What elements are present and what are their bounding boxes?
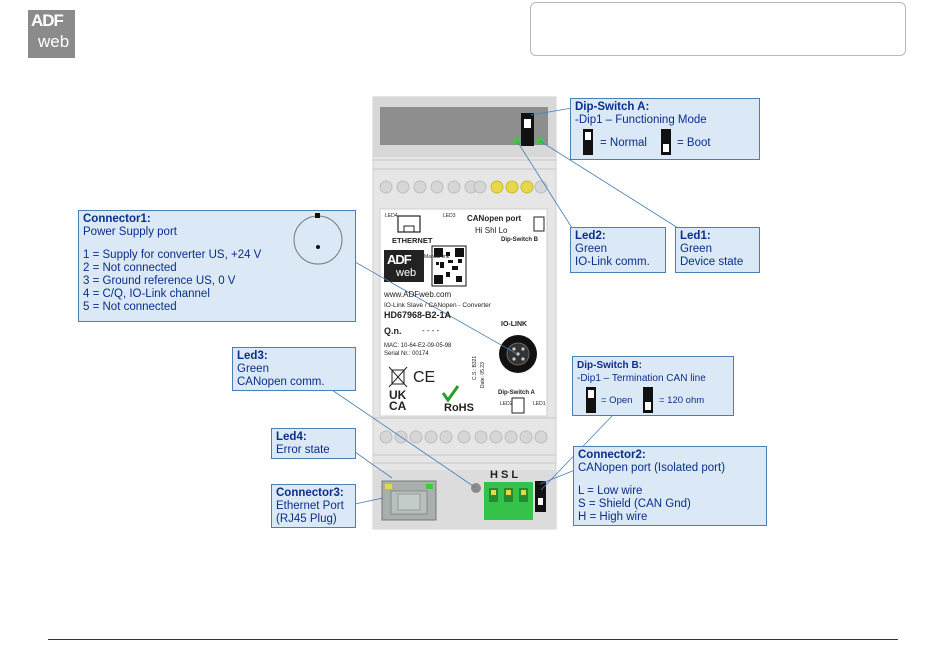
callout-line: -Dip1 – Functioning Mode xyxy=(575,114,707,126)
device-adf-logo xyxy=(384,250,424,282)
callout-line: 3 = Ground reference US, 0 V xyxy=(83,275,236,287)
callout-title: Dip-Switch A: xyxy=(575,101,650,113)
dip-120ohm-icon xyxy=(643,387,653,413)
connector1-pin-diagram xyxy=(293,213,343,265)
callout-line: -Dip1 – Termination CAN line xyxy=(577,373,706,384)
callout-connector3: Connector3: Ethernet Port (RJ45 Plug) xyxy=(271,484,356,528)
dip-a-small-icon xyxy=(511,397,525,414)
callout-line: Green xyxy=(237,363,269,375)
dip-switch-a xyxy=(521,113,534,146)
callout-line: Green xyxy=(575,243,607,255)
qr-code-icon xyxy=(431,245,467,287)
iolink-label: IO-LINK xyxy=(501,321,528,328)
dip-a-label: Dip-Switch A xyxy=(498,390,535,396)
header-box xyxy=(530,2,906,56)
callout-title: Connector1: xyxy=(83,213,151,225)
ce-mark: CE xyxy=(413,369,436,386)
callout-led4: Led4: Error state xyxy=(271,428,356,459)
website-label: www.ADFweb.com xyxy=(384,290,452,299)
callout-title: Led2: xyxy=(575,230,606,242)
callout-line: Green xyxy=(680,243,712,255)
led2-label: LED2 xyxy=(500,401,513,407)
callout-dip-switch-b: Dip-Switch B: -Dip1 – Termination CAN li… xyxy=(572,356,734,416)
serial-label: Serial Nr.: 00174 xyxy=(384,351,429,357)
dip-boot-icon xyxy=(661,129,671,155)
device-model: HD67968-B2-1A xyxy=(384,310,452,320)
callout-title: Led4: xyxy=(276,431,307,443)
callout-line: 5 = Not connected xyxy=(83,301,177,313)
logo-text-web: web xyxy=(38,32,70,51)
led3-label: LED3 xyxy=(443,213,456,219)
callout-title: Connector2: xyxy=(578,449,646,461)
cs-label: C.S.: B321 xyxy=(472,355,478,380)
canopen-port-label: CANopen port xyxy=(467,214,522,223)
callout-led3: Led3: Green CANopen comm. xyxy=(232,347,356,391)
device-logo-text-web: web xyxy=(396,267,417,279)
callout-line: Device state xyxy=(680,256,744,268)
canopen-terminal xyxy=(484,482,533,520)
qn-label: Q.n. xyxy=(384,326,402,336)
device-label-panel xyxy=(379,208,548,417)
callout-line xyxy=(578,475,762,485)
dip-open-label: = Open xyxy=(601,395,633,406)
dip-open-icon xyxy=(586,387,596,413)
dip-120ohm-label: = 120 ohm xyxy=(659,395,705,406)
qn-value: - - - - xyxy=(422,326,440,335)
callout-title: Led1: xyxy=(680,230,711,242)
dip-b-small-icon xyxy=(533,216,545,232)
dip-normal-icon xyxy=(583,129,593,155)
callout-title: Dip-Switch B: xyxy=(577,360,642,371)
callout-line: 2 = Not connected xyxy=(83,262,177,274)
led1-label: LED1 xyxy=(533,401,546,407)
footer-divider xyxy=(48,639,898,640)
callout-led2: Led2: Green IO-Link comm. xyxy=(570,227,666,273)
callout-line: 1 = Supply for converter US, +24 V xyxy=(83,249,262,261)
ethernet-label: ETHERNET xyxy=(392,236,433,245)
callout-line: 4 = C/Q, IO-Link channel xyxy=(83,288,210,300)
callout-line: H = High wire xyxy=(578,511,648,523)
weee-bin-icon xyxy=(388,366,408,388)
device-top-window xyxy=(380,107,548,145)
rj45-connector xyxy=(381,480,437,521)
callout-line: Error state xyxy=(276,444,330,456)
hsl-label: H S L xyxy=(490,469,519,481)
callout-led1: Led1: Green Device state xyxy=(675,227,760,273)
callout-connector1: Connector1: Power Supply port 1 = Supply… xyxy=(78,210,356,322)
date-label: Date: 05.23 xyxy=(480,362,486,388)
callout-line: IO-Link comm. xyxy=(575,256,650,268)
callout-connector2: Connector2: CANopen port (Isolated port)… xyxy=(573,446,767,526)
dip-b-label: Dip-Switch B xyxy=(501,237,538,243)
led4-label: LED4 xyxy=(385,213,398,219)
device-description: IO-Link Slave / CANopen - Converter xyxy=(384,302,491,309)
canopen-pins-label: Hi Shl Lo xyxy=(475,226,508,235)
callout-line: S = Shield (CAN Gnd) xyxy=(578,498,691,510)
dip-boot-label: = Boot xyxy=(677,137,711,149)
ukca-mark: UK CA xyxy=(389,388,407,413)
callout-line: CANopen port (Isolated port) xyxy=(578,462,726,474)
iolink-connector xyxy=(499,335,537,373)
callout-dip-switch-a: Dip-Switch A: -Dip1 – Functioning Mode =… xyxy=(570,98,760,160)
callout-line: (RJ45 Plug) xyxy=(276,513,337,525)
device-logo-text: ADF xyxy=(387,252,412,267)
top-vent-circles xyxy=(379,180,548,194)
adfweb-logo: ADF web xyxy=(28,10,75,58)
dip-normal-label: = Normal xyxy=(600,137,647,149)
rohs-check-icon xyxy=(441,385,460,403)
mac-label: MAC: 10-64-E2-09-05-98 xyxy=(384,343,452,349)
bottom-vent-circles xyxy=(379,430,548,444)
callout-line: Power Supply port xyxy=(83,226,177,238)
callout-line: CANopen comm. xyxy=(237,376,325,388)
callout-title: Led3: xyxy=(237,350,268,362)
callout-title: Connector3: xyxy=(276,487,344,499)
callout-line: L = Low wire xyxy=(578,485,643,497)
rohs-mark: RoHS xyxy=(444,402,474,414)
manual-link-label: Manual link xyxy=(424,254,450,260)
callout-line: Ethernet Port xyxy=(276,500,344,512)
logo-text-adf: ADF xyxy=(31,11,64,30)
dip-switch-b xyxy=(535,481,546,512)
